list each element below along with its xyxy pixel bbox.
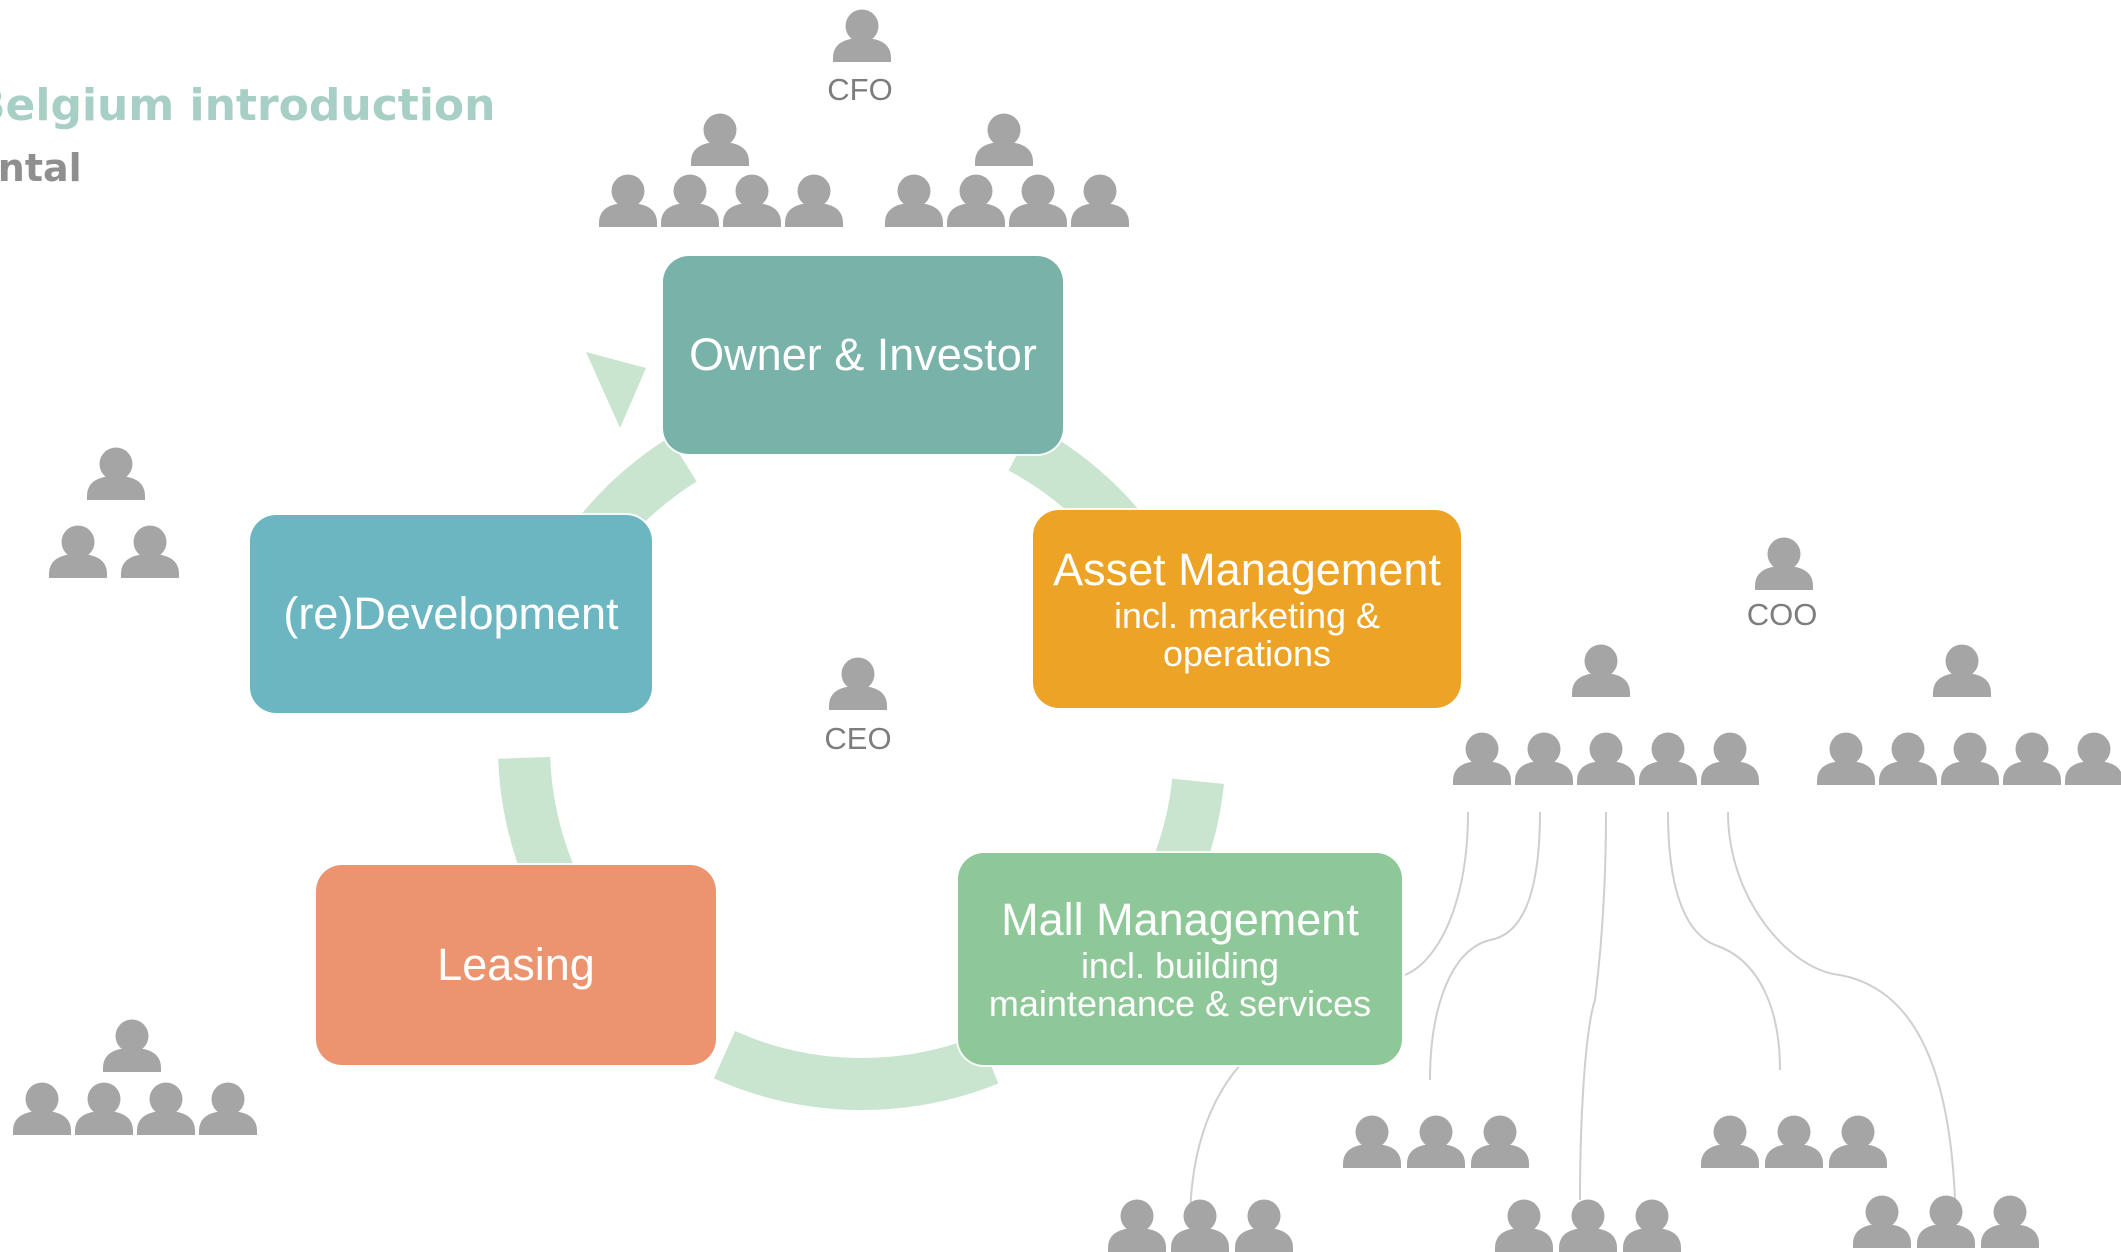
- person-icon: [1639, 732, 1697, 785]
- person-icon: [947, 174, 1005, 227]
- person-icon: [1755, 537, 1813, 590]
- person-icon: [1765, 1115, 1823, 1168]
- person-icon: [1701, 732, 1759, 785]
- person-icon: [691, 113, 749, 166]
- asset-management-sub-2: operations: [1162, 632, 1332, 674]
- asset-management-sub-1: incl. marketing &: [1113, 594, 1381, 636]
- person-icon: [1471, 1115, 1529, 1168]
- leasing-box: Leasing: [316, 865, 716, 1065]
- person-icon: [1071, 174, 1129, 227]
- mall-management-sub-1: incl. building: [1080, 944, 1280, 986]
- person-icon: [1917, 1195, 1975, 1248]
- redevelopment-label: (re)Development: [283, 588, 619, 640]
- person-icon: [2003, 732, 2061, 785]
- person-icon: [1171, 1199, 1229, 1252]
- cycle-arrowhead: [586, 352, 646, 428]
- connector-line: [1667, 811, 1781, 1071]
- redevelopment-box: (re)Development: [250, 515, 652, 713]
- person-icon: [723, 174, 781, 227]
- person-icon: [1981, 1195, 2039, 1248]
- person-icon: [103, 1019, 161, 1072]
- person-icon: [1577, 732, 1635, 785]
- connector-line: [1189, 1064, 1241, 1226]
- person-icon: [1009, 174, 1067, 227]
- connector-line: [1727, 811, 1956, 1201]
- person-icon: [1559, 1199, 1617, 1252]
- mall-management-sub-2: maintenance & services: [988, 982, 1372, 1024]
- person-icon: [885, 174, 943, 227]
- asset-management-box: Asset Management incl. marketing & opera…: [1033, 510, 1461, 708]
- person-icon: [87, 447, 145, 500]
- person-icon: [1879, 732, 1937, 785]
- cycle-arrow-segment: [713, 1030, 999, 1110]
- person-icon: [1829, 1115, 1887, 1168]
- coo-label: COO: [1746, 597, 1818, 632]
- person-icon: [1701, 1115, 1759, 1168]
- connector-line: [1429, 811, 1541, 1081]
- person-icon: [49, 525, 107, 578]
- person-icon: [1453, 732, 1511, 785]
- leasing-label: Leasing: [437, 939, 595, 991]
- person-icon: [1853, 1195, 1911, 1248]
- person-icon: [1623, 1199, 1681, 1252]
- person-icon: [661, 174, 719, 227]
- person-icon: [1941, 732, 1999, 785]
- cfo-label: CFO: [827, 72, 893, 107]
- owner-investor-label: Owner & Investor: [689, 329, 1037, 381]
- person-icon: [1108, 1199, 1166, 1252]
- asset-management-label: Asset Management: [1053, 543, 1441, 595]
- connector-line: [1579, 811, 1607, 1201]
- person-icon: [1495, 1199, 1553, 1252]
- slide-subtitle: ental: [0, 146, 82, 190]
- person-icon: [121, 525, 179, 578]
- person-icon: [1515, 732, 1573, 785]
- mall-management-box: Mall Management incl. building maintenan…: [958, 853, 1402, 1065]
- person-icon: [1407, 1115, 1465, 1168]
- person-icon: [137, 1082, 195, 1135]
- person-icon: [13, 1082, 71, 1135]
- person-icon: [199, 1082, 257, 1135]
- ceo-label: CEO: [824, 721, 892, 756]
- person-icon: [1572, 644, 1630, 697]
- person-icon: [833, 9, 891, 62]
- slide-title: Belgium introduction: [0, 80, 496, 131]
- connector-line: [1404, 811, 1469, 976]
- person-icon: [599, 174, 657, 227]
- person-icon: [2065, 732, 2121, 785]
- person-icon: [1235, 1199, 1293, 1252]
- mall-management-label: Mall Management: [1001, 893, 1359, 945]
- person-icon: [829, 657, 887, 710]
- person-icon: [975, 113, 1033, 166]
- person-icon: [785, 174, 843, 227]
- person-icon: [1933, 644, 1991, 697]
- owner-investor-box: Owner & Investor: [663, 256, 1063, 454]
- person-icon: [75, 1082, 133, 1135]
- person-icon: [1817, 732, 1875, 785]
- person-icon: [1343, 1115, 1401, 1168]
